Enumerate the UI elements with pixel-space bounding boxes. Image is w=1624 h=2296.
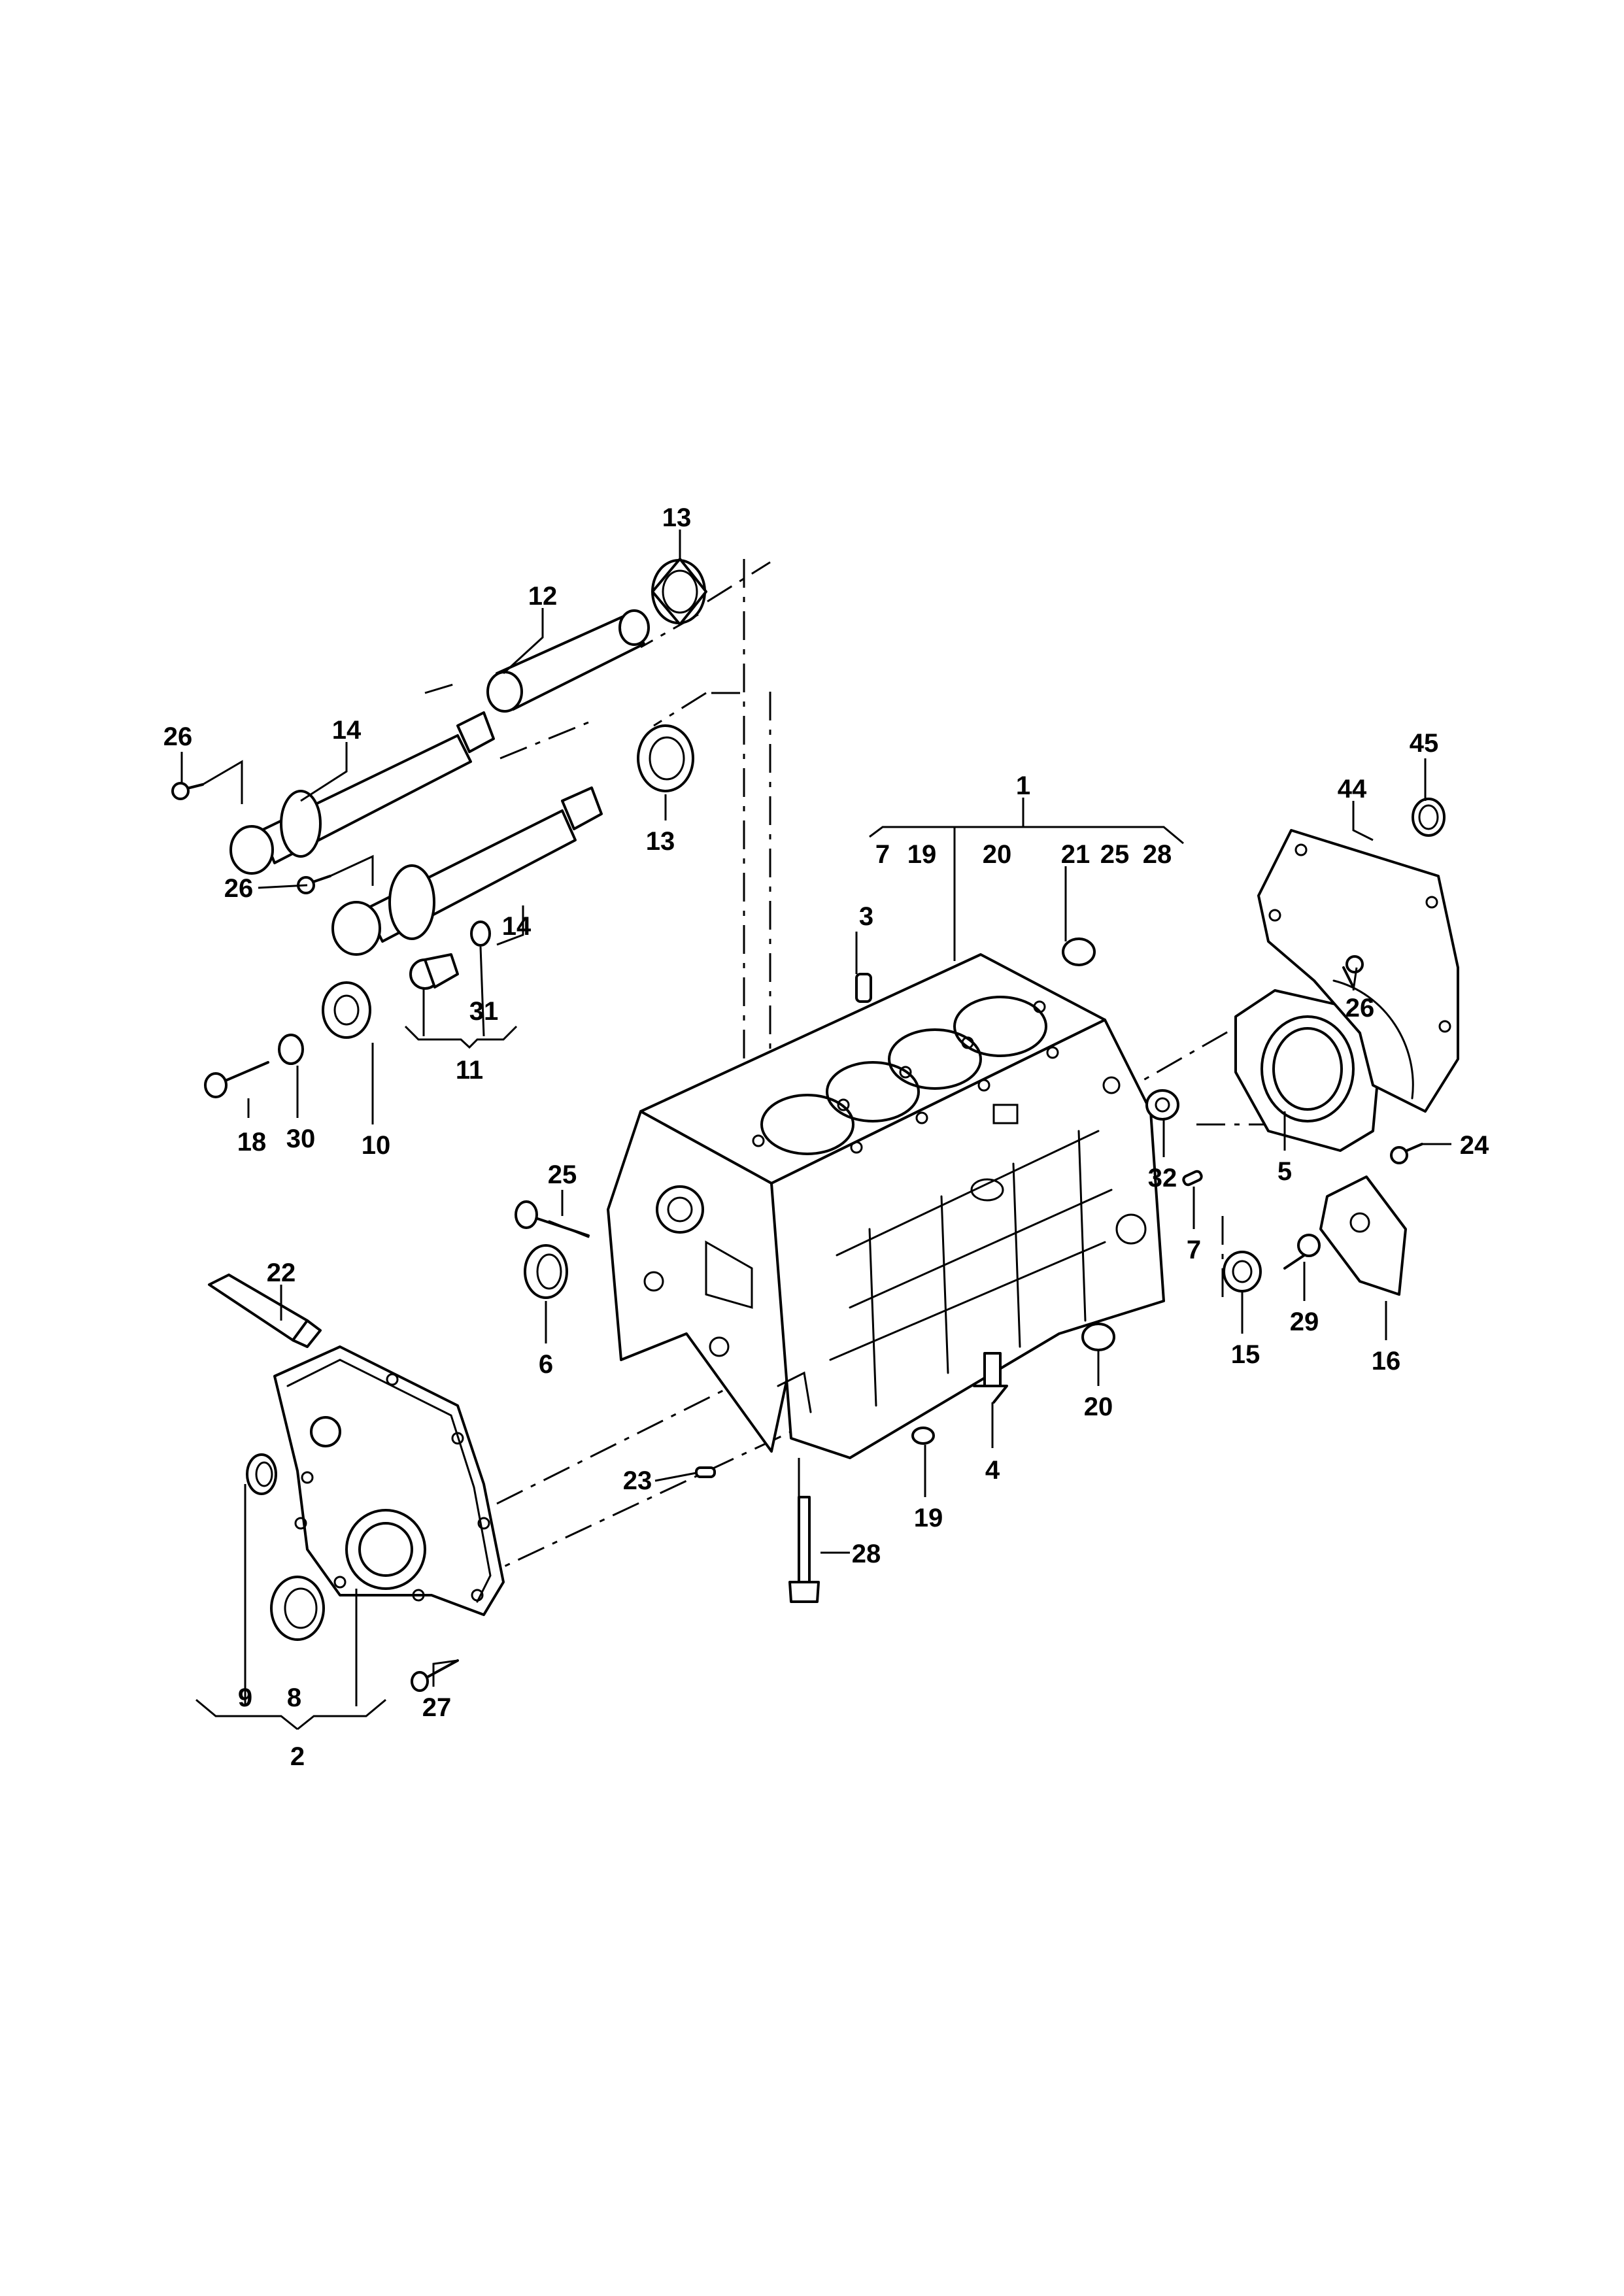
- callout-5: 5: [1277, 1157, 1292, 1186]
- callout-14-lower: 14: [502, 912, 532, 941]
- callout-19: 19: [914, 1504, 943, 1532]
- callout-24: 24: [1460, 1131, 1489, 1160]
- callout-1-ref-19: 19: [907, 840, 937, 869]
- callout-2-ref-8: 8: [287, 1683, 301, 1712]
- callout-2-ref-9: 9: [238, 1683, 252, 1712]
- bolt-26-left-top: [171, 782, 204, 800]
- callout-23: 23: [623, 1466, 652, 1495]
- callout-29: 29: [1290, 1308, 1319, 1336]
- callout-10: 10: [362, 1131, 391, 1160]
- ring-45: [1412, 798, 1446, 837]
- callout-26-top: 26: [163, 722, 193, 751]
- sealant-tube: [208, 1274, 322, 1348]
- callout-26-lower: 26: [224, 874, 254, 903]
- callout-3: 3: [859, 902, 873, 931]
- callout-1-ref-25: 25: [1100, 840, 1130, 869]
- bracket-16: [1319, 1175, 1407, 1296]
- balance-shaft-14-top: [229, 711, 495, 875]
- dowel-3: [855, 973, 872, 1003]
- callout-7: 7: [1187, 1236, 1201, 1264]
- callout-30: 30: [286, 1124, 316, 1153]
- gear-10: [322, 981, 371, 1039]
- oil-seal-8: [270, 1576, 325, 1641]
- bolt-18: [204, 1061, 269, 1098]
- callout-16: 16: [1372, 1347, 1401, 1376]
- bolt-28: [788, 1496, 820, 1603]
- cap-32: [1145, 1089, 1179, 1121]
- callout-25: 25: [548, 1160, 577, 1189]
- callout-22: 22: [267, 1258, 296, 1287]
- pin-23: [695, 1466, 716, 1478]
- callout-26-right: 26: [1345, 994, 1375, 1022]
- callout-6: 6: [539, 1350, 553, 1379]
- needle-bearing-13-lower: [637, 724, 694, 792]
- rear-seal-flange-5: [1234, 989, 1381, 1152]
- callout-13-lower: 13: [646, 827, 675, 856]
- callout-1-ref-20: 20: [983, 840, 1012, 869]
- callout-31: 31: [469, 997, 499, 1026]
- plug-20: [1081, 1323, 1115, 1351]
- timing-cover: [273, 1345, 505, 1616]
- callout-1: 1: [1016, 771, 1030, 800]
- callout-45: 45: [1410, 729, 1439, 758]
- bolt-24: [1390, 1143, 1423, 1164]
- sensor-4: [973, 1352, 1008, 1404]
- callout-2: 2: [290, 1742, 305, 1771]
- callout-1-ref-21: 21: [1061, 840, 1091, 869]
- callout-14-top: 14: [332, 716, 362, 745]
- callout-13-top: 13: [662, 503, 692, 532]
- bolt-27: [411, 1659, 459, 1692]
- balance-shaft-14-lower: [331, 786, 603, 956]
- pin-7: [1182, 1170, 1203, 1187]
- seal-ring-6: [524, 1244, 568, 1299]
- callout-4: 4: [985, 1456, 1000, 1485]
- engine-block: [607, 953, 1165, 1459]
- bolt-26-right: [1342, 955, 1364, 988]
- needle-bearing-13-top: [651, 558, 707, 626]
- gear-15: [1223, 1251, 1262, 1292]
- callout-1-ref-7: 7: [875, 840, 890, 869]
- washer-30: [278, 1034, 304, 1065]
- callout-44: 44: [1338, 775, 1367, 803]
- plug-21: [1062, 937, 1096, 966]
- callout-32: 32: [1148, 1164, 1177, 1192]
- bolt-29: [1283, 1234, 1321, 1270]
- callout-15: 15: [1231, 1340, 1260, 1369]
- callout-28: 28: [852, 1540, 881, 1568]
- seal-9: [246, 1453, 277, 1495]
- seal-31: [470, 920, 491, 947]
- leader-lines: [180, 530, 1451, 1730]
- callout-12: 12: [528, 582, 558, 611]
- callout-1-ref-28: 28: [1143, 840, 1172, 869]
- callout-18: 18: [237, 1128, 267, 1156]
- callout-27: 27: [422, 1693, 452, 1722]
- callout-labels: 1 7 19 20 21 25 28 2 9 8 3 4 5 6 7 10 11…: [163, 503, 1489, 1771]
- shaft-tube-12: [486, 609, 650, 713]
- plug-11: [409, 953, 459, 990]
- plug-19: [911, 1427, 935, 1445]
- callout-11: 11: [456, 1056, 483, 1085]
- bolt-25: [515, 1200, 590, 1238]
- callout-20: 20: [1084, 1393, 1113, 1421]
